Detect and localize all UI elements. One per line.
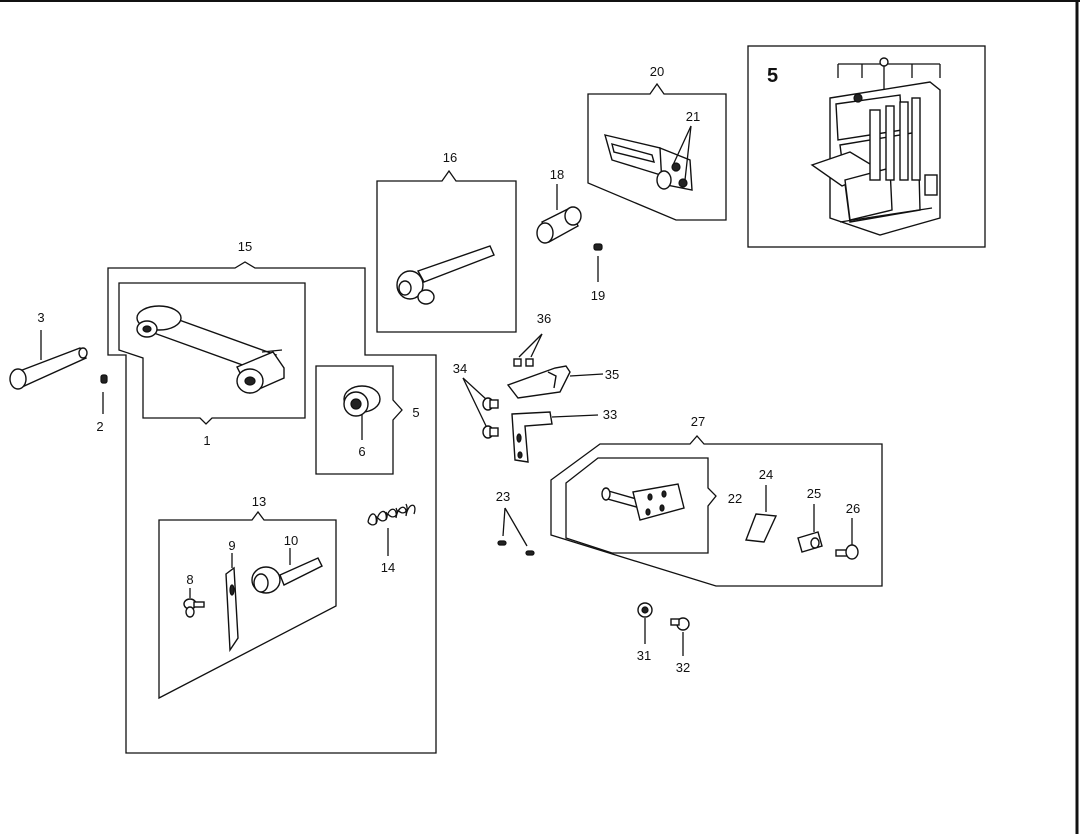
group-15-outline (107, 261, 437, 754)
part-34-screws (462, 377, 499, 439)
part-21-pointers (672, 125, 692, 181)
part-5-box (315, 365, 403, 475)
part-6-collar (343, 385, 381, 440)
part-31-screw (637, 602, 653, 644)
label-24: 24 (759, 467, 773, 482)
part-33-bracket (511, 411, 599, 463)
label-15: 15 (238, 239, 252, 254)
group-13-outline (158, 510, 337, 700)
label-10: 10 (284, 533, 298, 548)
label-23: 23 (496, 489, 510, 504)
label-26: 26 (846, 501, 860, 516)
label-20: 20 (650, 64, 664, 79)
part-16-box (376, 169, 517, 333)
part-1-box (118, 282, 306, 425)
part-14-spring (367, 503, 416, 556)
part-8-screw (183, 588, 205, 618)
label-31: 31 (637, 648, 651, 663)
part-1-lever (136, 305, 285, 394)
part-19-screw (593, 243, 603, 282)
part-10-pin (251, 548, 323, 594)
label-33: 33 (603, 407, 617, 422)
label-35: 35 (605, 367, 619, 382)
label-16: 16 (443, 150, 457, 165)
label-5: 5 (412, 405, 419, 420)
part-20-bracket (604, 134, 693, 191)
part-22-box (565, 457, 717, 554)
label-14: 14 (381, 560, 395, 575)
label-19: 19 (591, 288, 605, 303)
label-22: 22 (728, 491, 742, 506)
label-21: 21 (686, 109, 700, 124)
label-3: 3 (37, 310, 44, 325)
part-26-screw (835, 518, 859, 560)
label-8: 8 (186, 572, 193, 587)
part-3-shaft (9, 330, 88, 390)
label-25: 25 (807, 486, 821, 501)
part-24-blade (745, 485, 778, 543)
label-18: 18 (550, 167, 564, 182)
part-35-bracket (506, 365, 604, 399)
label-13: 13 (252, 494, 266, 509)
part-18-sleeve (536, 184, 582, 244)
part-22-assembly (601, 483, 685, 521)
label-36: 36 (537, 311, 551, 326)
label-6: 6 (358, 444, 365, 459)
group-27-outline (550, 435, 883, 587)
part-36-screws (513, 333, 543, 367)
part-2-screw (100, 374, 108, 414)
label-2: 2 (96, 419, 103, 434)
part-25-block (797, 504, 823, 553)
part-16-shaft (396, 245, 495, 305)
part-20-box (587, 82, 727, 221)
part-23-pins (497, 507, 535, 556)
page-number: 5 (767, 65, 778, 87)
label-9: 9 (228, 538, 235, 553)
label-34: 34 (453, 361, 467, 376)
label-27: 27 (691, 414, 705, 429)
label-1: 1 (203, 433, 210, 448)
overlock-machine-illustration (810, 57, 941, 236)
part-9-plate (225, 553, 239, 653)
label-32: 32 (676, 660, 690, 675)
part-32-screw (670, 617, 690, 656)
machine-illustration-box (747, 45, 986, 248)
